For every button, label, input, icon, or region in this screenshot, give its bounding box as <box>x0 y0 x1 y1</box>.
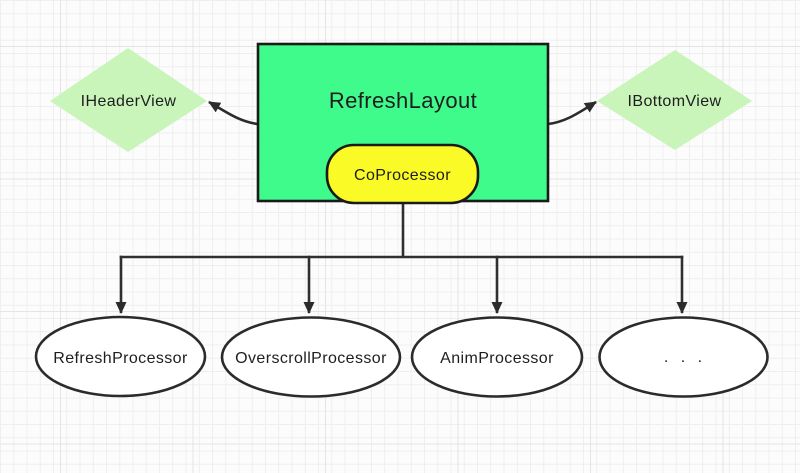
connector-tree <box>115 201 688 314</box>
header-view-label: IHeaderView <box>81 93 177 110</box>
processor-label-refresh: RefreshProcessor <box>53 350 188 367</box>
processor-label-anim: AnimProcessor <box>440 350 554 367</box>
header-view-diamond <box>50 48 207 152</box>
arrow-to-bottom-view <box>547 100 597 126</box>
coprocessor-label: CoProcessor <box>354 167 451 184</box>
processor-label-more: . . . <box>664 349 706 366</box>
root-node-label: RefreshLayout <box>329 88 477 113</box>
coprocessor-node <box>325 143 480 205</box>
bottom-view-label: IBottomView <box>628 93 722 110</box>
processor-ellipse-refresh <box>34 315 207 398</box>
arrow-to-header-view <box>208 100 259 126</box>
processor-ellipse-anim <box>410 316 584 398</box>
processor-label-overscroll: OverscrollProcessor <box>235 350 387 367</box>
processor-ellipse-overscroll <box>220 316 402 398</box>
bottom-view-diamond <box>597 50 752 150</box>
processor-ellipse-more <box>598 316 769 398</box>
